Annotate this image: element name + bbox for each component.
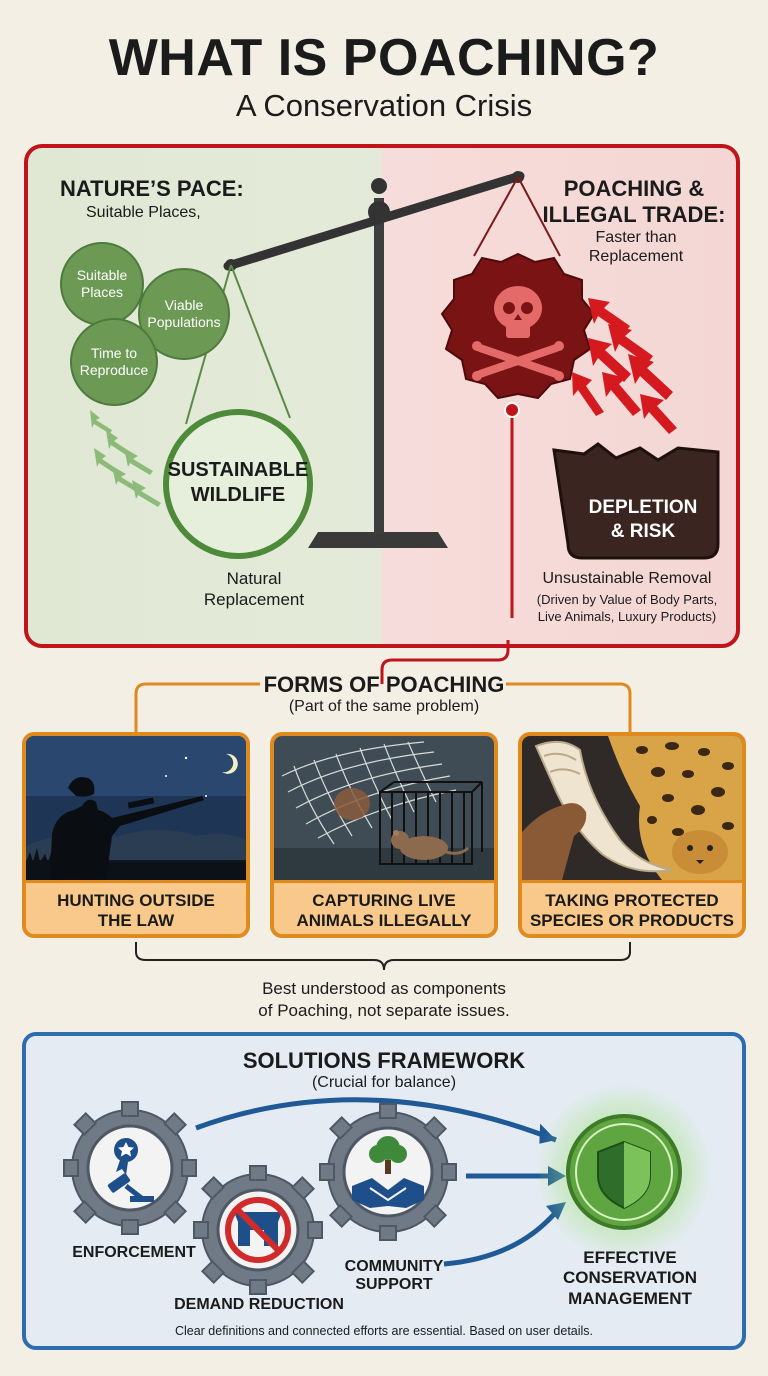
poaching-trade-sub: Faster than Replacement	[588, 229, 684, 266]
unsustainable-removal-label: Unsustainable Removal	[542, 570, 712, 587]
hunter-silhouette-illustration	[26, 736, 246, 880]
solutions-illustration	[63, 1084, 712, 1295]
right-string	[473, 176, 519, 257]
solutions-heading: SOLUTIONS FRAMEWORK	[242, 1048, 526, 1073]
solutions-subheading: (Crucial for balance)	[311, 1074, 457, 1091]
community-support-label: COMMUNITY SUPPORT	[344, 1258, 444, 1294]
sustainable-wildlife-label: SUSTAINABLE WILDLIFE	[167, 459, 309, 506]
natures-pace-heading: NATURE’S PACE:	[60, 176, 244, 201]
horn-and-pelt-illustration	[522, 736, 742, 880]
forms-note: Best understood as components of Poachin…	[258, 979, 510, 1021]
page-title: WHAT IS POACHING?	[108, 29, 660, 87]
enforcement-label: ENFORCEMENT	[72, 1244, 196, 1261]
effective-conservation-label: EFFECTIVE CONSERVATION MANAGEMENT	[562, 1248, 698, 1308]
sustainable-wildlife-circle	[163, 409, 313, 559]
left-string	[230, 264, 291, 419]
poaching-trade-heading: POACHING & ILLEGAL TRADE:	[542, 176, 726, 228]
depletion-bucket	[552, 442, 720, 560]
balance-scale-illustration	[90, 171, 720, 618]
net-and-cage-illustration	[274, 736, 494, 880]
scale-base	[308, 532, 448, 548]
forms-brace	[135, 942, 631, 971]
conservation-shield-icon	[536, 1084, 712, 1260]
skull-seal	[440, 252, 596, 400]
scale-pillar	[374, 198, 384, 534]
page-subtitle: A Conservation Crisis	[235, 88, 533, 123]
natural-replacement-label: Natural Replacement	[203, 569, 305, 610]
nature-arrows	[90, 410, 161, 507]
natures-pace-sub: Suitable Places,	[86, 204, 201, 221]
forms-subheading: (Part of the same problem)	[288, 698, 480, 715]
connector-dot	[504, 402, 520, 418]
balance-panel: NATURE’S PACE: Suitable Places, Suitable…	[24, 144, 740, 648]
solutions-footer: Clear definitions and connected efforts …	[174, 1324, 594, 1338]
bubble-suitable-places: Suitable Places	[60, 242, 144, 326]
forms-heading: FORMS OF POACHING	[263, 672, 505, 697]
depletion-arrows	[572, 298, 677, 434]
scale-top-knob	[371, 178, 387, 194]
demand-reduction-gear-icon	[193, 1165, 323, 1295]
scale-beam	[223, 171, 525, 271]
solutions-panel: SOLUTIONS FRAMEWORK (Crucial for balance…	[22, 1032, 746, 1350]
forms-connector	[134, 640, 632, 732]
community-support-gear-icon	[319, 1103, 457, 1241]
enforcement-gear-icon	[63, 1101, 197, 1235]
depletion-risk-label: DEPLETION & RISK	[588, 497, 698, 542]
bubble-time-to-reproduce: Time to Reproduce	[70, 318, 158, 406]
removal-detail: (Driven by Value of Body Parts, Live Ani…	[536, 592, 718, 624]
demand-reduction-label: DEMAND REDUCTION	[174, 1296, 344, 1313]
right-string	[517, 176, 561, 257]
